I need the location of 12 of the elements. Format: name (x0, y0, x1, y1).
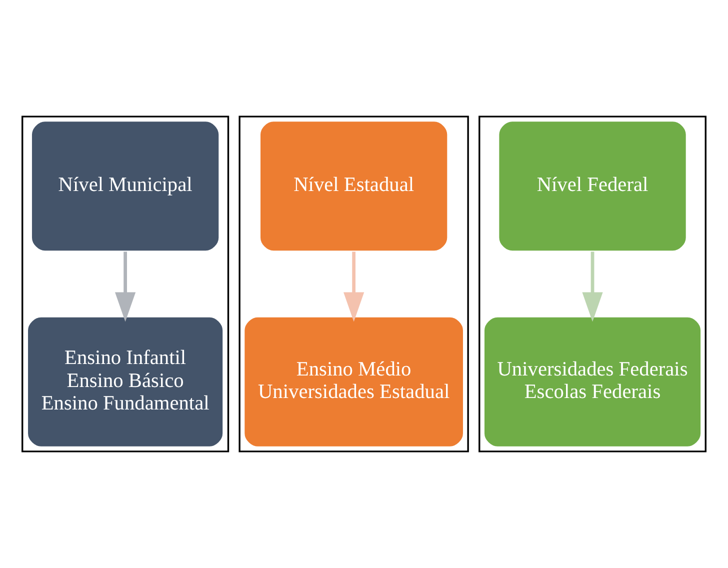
cluster (238, 116, 469, 452)
arrow (344, 252, 364, 322)
node-box: Universidades Federais Escolas Federais (483, 316, 702, 448)
node-box: Nível Estadual (259, 120, 448, 252)
cluster (22, 116, 230, 452)
node-box: Ensino Médio Universidades Estadual (244, 316, 464, 448)
arrow (115, 252, 136, 322)
cluster (478, 116, 706, 452)
arrow (582, 252, 603, 322)
node-box: Nível Municipal (30, 120, 220, 252)
node-box: Nível Federal (498, 120, 687, 252)
node-box: Ensino Infantil Ensino Básico Ensino Fundamental (26, 316, 224, 448)
